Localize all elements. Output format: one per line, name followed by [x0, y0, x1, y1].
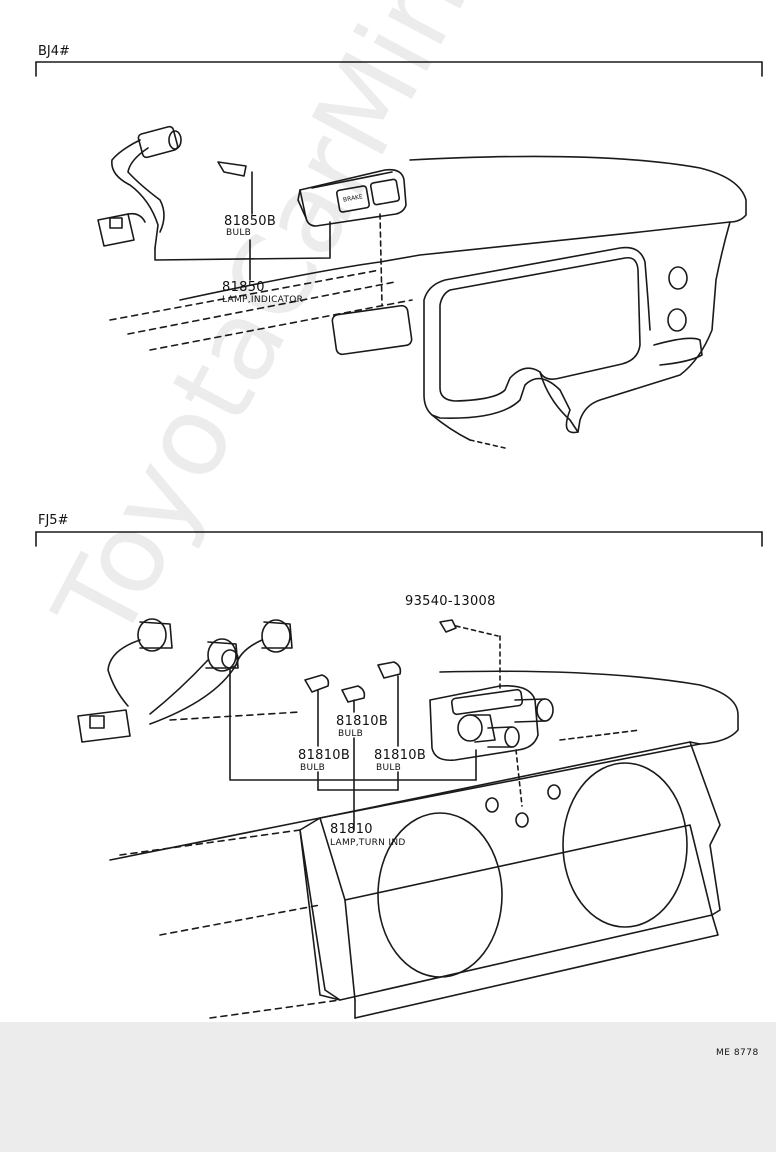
bottom-bulb-left-part-number: 81810B — [298, 748, 351, 763]
top-dashboard — [109, 155, 747, 449]
bottom-bulb-left-description: BULB — [300, 763, 326, 773]
bottom-bulb-center-description: BULB — [338, 729, 364, 739]
bottom-wiring-harness — [77, 618, 477, 781]
footer-band: ME 8778 — [0, 1022, 776, 1152]
bottom-turn-lamp — [429, 635, 554, 807]
bottom-screw — [439, 619, 499, 637]
top-wiring-harness — [97, 125, 331, 261]
top-bulb-description: BULB — [226, 228, 252, 238]
bottom-cluster-panel — [109, 670, 739, 1019]
bottom-bulb-right — [377, 661, 402, 747]
screw-part-number: 93540-13008 — [405, 594, 496, 609]
top-indicator-lamp — [297, 168, 407, 306]
bottom-lamp-part-number: 81810 — [330, 822, 373, 837]
bottom-leader-lines — [317, 699, 399, 831]
footer-reference-code: ME 8778 — [716, 1048, 759, 1058]
bottom-bulb-center — [341, 685, 366, 703]
bottom-bulb-center-part-number: 81810B — [336, 714, 389, 729]
bottom-lamp-description: LAMP,TURN IND — [330, 838, 406, 848]
bottom-section-frame — [35, 531, 763, 547]
bottom-bulb-left — [304, 674, 330, 747]
top-section-label: BJ4# — [38, 44, 70, 59]
top-bulb-part-number: 81850B — [224, 214, 277, 229]
bottom-bulb-right-description: BULB — [376, 763, 402, 773]
top-lamp-part-number: 81850 — [222, 280, 265, 295]
bottom-section-label: FJ5# — [38, 513, 69, 528]
top-bulb — [217, 161, 253, 215]
top-lamp-description: LAMP,INDICATOR — [222, 295, 304, 305]
top-section-frame — [35, 61, 763, 77]
bottom-bulb-right-part-number: 81810B — [374, 748, 427, 763]
